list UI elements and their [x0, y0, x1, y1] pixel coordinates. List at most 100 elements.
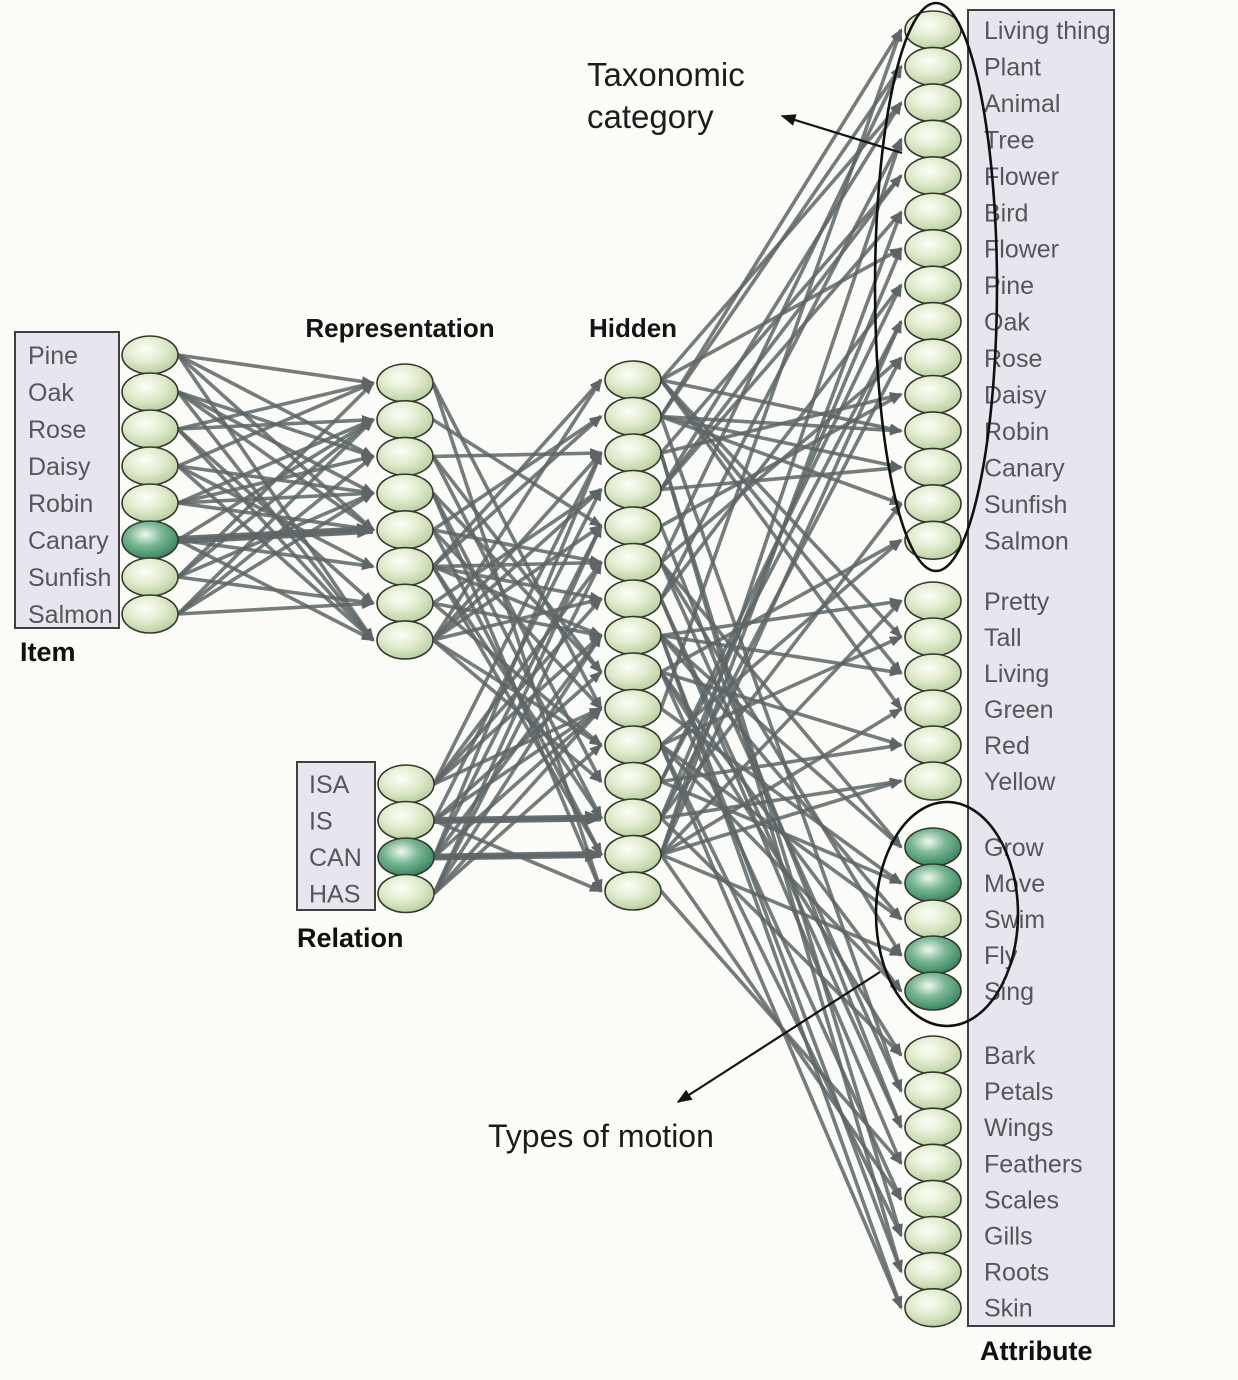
connection-arrow	[176, 418, 375, 616]
connection-arrow	[433, 810, 604, 826]
attribute-label-oak: Oak	[984, 309, 1030, 337]
connection-arrow	[660, 378, 903, 434]
attribute-node-red	[904, 725, 962, 765]
attribute-node-flower	[904, 156, 962, 196]
connection-arrow	[659, 744, 903, 1310]
hidden-node-1	[604, 396, 662, 437]
attribute-node-robin	[904, 411, 962, 451]
connection-arrow	[660, 463, 903, 492]
hidden-node-8	[604, 652, 662, 692]
attribute-node-gills	[904, 1215, 962, 1256]
attribute-node-bird	[904, 192, 962, 233]
attribute-label-gills: Gills	[984, 1223, 1033, 1251]
motion-annotation-label: Types of motion	[488, 1118, 714, 1154]
item-node-oak	[121, 372, 179, 412]
representation-node-5	[376, 546, 434, 587]
taxonomic-annotation-line2: category	[587, 98, 714, 135]
representation-node-3	[376, 473, 434, 513]
item-label-daisy: Daisy	[28, 453, 91, 481]
item-label-pine: Pine	[28, 342, 78, 370]
item-label-robin: Robin	[28, 490, 93, 518]
connection-arrow	[432, 524, 603, 858]
representation-node-7	[376, 620, 434, 660]
attribute-label-rose: Rose	[984, 345, 1042, 373]
connection-arrow	[432, 707, 603, 895]
attribute-node-skin	[904, 1287, 962, 1328]
connection-arrow	[659, 561, 903, 849]
attribute-node-tall	[904, 617, 962, 657]
attribute-node-pretty	[904, 581, 962, 621]
item-node-daisy	[121, 446, 179, 486]
item-label-canary: Canary	[28, 527, 109, 555]
relation-label-is: IS	[309, 808, 333, 836]
nodes-layer	[121, 10, 962, 1328]
connection-arrow	[659, 671, 903, 1202]
attribute-label-canary: Canary	[984, 454, 1065, 482]
relation-node-can	[377, 837, 435, 877]
attribute-label-skin: Skin	[984, 1295, 1033, 1323]
attribute-label-tree: Tree	[984, 126, 1034, 154]
attribute-label-bird: Bird	[984, 199, 1028, 227]
representation-node-1	[376, 399, 434, 440]
connection-arrow	[431, 491, 603, 674]
connection-arrow	[659, 101, 903, 382]
item-label-sunfish: Sunfish	[28, 564, 111, 592]
hidden-node-14	[604, 871, 662, 911]
attribute-label-bark: Bark	[984, 1042, 1036, 1070]
attribute-label-grow: Grow	[984, 834, 1045, 862]
connection-arrow	[432, 560, 603, 895]
attribute-node-move	[904, 863, 962, 903]
connections-layer	[176, 28, 903, 1310]
attribute-node-daisy	[904, 374, 962, 415]
relation-node-has	[377, 873, 435, 914]
attribute-node-pine	[904, 265, 962, 305]
connection-arrow	[659, 538, 903, 747]
item-node-sunfish	[121, 557, 179, 597]
attribute-label-yellow: Yellow	[984, 768, 1056, 796]
representation-node-2	[376, 436, 434, 477]
hidden-node-3	[604, 469, 662, 510]
connection-arrow	[659, 634, 903, 1274]
connection-arrow	[432, 564, 603, 638]
attribute-label-living: Living	[984, 660, 1049, 688]
attribute-node-green	[904, 689, 962, 729]
attribute-caption: Attribute	[980, 1336, 1092, 1366]
attribute-label-flower: Flower	[984, 163, 1059, 191]
motion-pointer-arrow	[676, 971, 881, 1103]
connection-arrow	[176, 418, 375, 579]
connection-arrow	[431, 378, 603, 641]
representation-header: Representation	[305, 313, 494, 343]
relation-label-has: HAS	[309, 881, 360, 909]
relation-node-is	[377, 800, 435, 841]
item-node-canary	[121, 520, 179, 560]
item-caption: Item	[20, 637, 76, 667]
connection-arrow	[659, 670, 903, 993]
relation-node-isa	[377, 764, 435, 804]
connection-arrow	[177, 353, 375, 387]
connection-arrow	[431, 415, 603, 568]
attribute-node-tree	[904, 119, 962, 160]
attribute-node-petals	[904, 1071, 962, 1111]
connection-arrow	[432, 451, 603, 858]
hidden-node-2	[604, 433, 662, 473]
relation-label-can: CAN	[309, 844, 362, 872]
relation-label-isa: ISA	[309, 771, 350, 799]
connection-arrow	[176, 381, 375, 579]
item-node-pine	[121, 335, 179, 375]
connection-arrow	[660, 247, 903, 382]
attribute-node-feathers	[904, 1143, 962, 1184]
attribute-label-green: Green	[984, 696, 1053, 724]
item-node-rose	[121, 409, 179, 449]
item-label-rose: Rose	[28, 416, 86, 444]
connection-arrow	[659, 525, 903, 1130]
hidden-node-13	[604, 834, 662, 875]
representation-node-6	[376, 583, 434, 624]
connection-arrow	[659, 378, 903, 675]
connection-arrow	[432, 448, 603, 459]
connection-arrow	[432, 560, 603, 786]
connection-arrow	[659, 415, 903, 1093]
attribute-label-scales: Scales	[984, 1186, 1059, 1214]
representation-node-0	[376, 363, 434, 403]
